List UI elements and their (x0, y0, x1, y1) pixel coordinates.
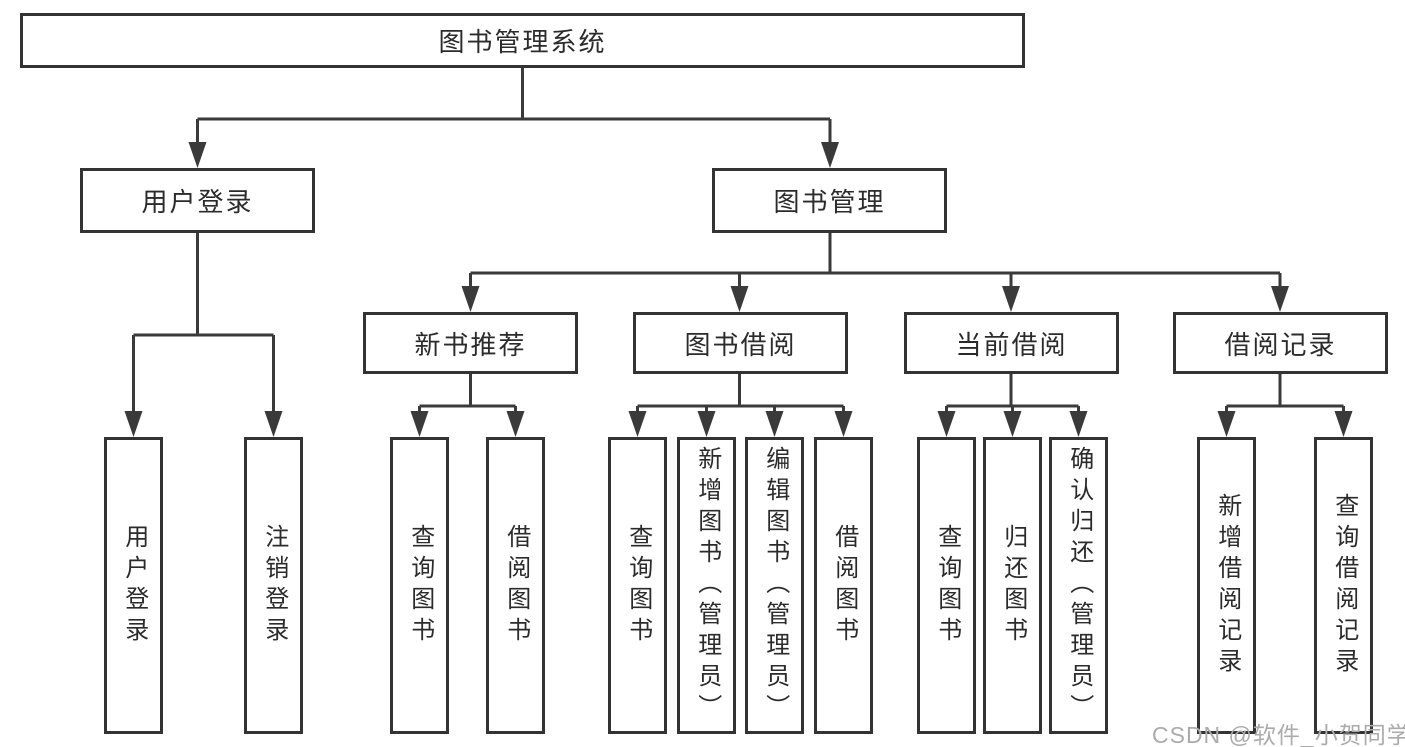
leaf-confirm-return-admin: 确认归还（管理员） (1049, 437, 1108, 734)
leaf-label: 归还图书 (999, 523, 1027, 648)
leaf-label: 注销登录 (260, 523, 288, 648)
arrowhead-down-icon (730, 286, 749, 312)
leaf-label: 查询图书 (406, 523, 434, 648)
arrowhead-down-icon (1271, 286, 1289, 312)
leaf-label: 新增借阅记录 (1213, 492, 1241, 679)
leaf-query-borrow-record: 查询借阅记录 (1314, 437, 1373, 734)
leaf-query-books-borrow: 查询图书 (608, 437, 667, 734)
node-book-borrow: 图书借阅 (633, 312, 848, 374)
arrowhead-down-icon (506, 411, 525, 437)
arrowhead-down-icon (834, 411, 853, 437)
leaf-borrow-books-recommend: 借阅图书 (486, 437, 545, 734)
node-root: 图书管理系统 (20, 13, 1025, 68)
watermark: CSDN @软件_小贺同学 (1152, 722, 1405, 747)
arrowhead-down-icon (765, 411, 784, 437)
arrowhead-down-icon (1003, 411, 1022, 437)
leaf-label: 编辑图书（管理员） (761, 446, 789, 725)
leaf-return-books: 归还图书 (983, 437, 1042, 734)
leaf-label: 查询图书 (624, 523, 652, 648)
arrowhead-down-icon (1334, 411, 1353, 437)
leaf-query-books-current: 查询图书 (917, 437, 976, 734)
leaf-add-books-admin: 新增图书（管理员） (677, 437, 736, 734)
leaf-user-login: 用户登录 (104, 437, 163, 734)
node-book-management: 图书管理 (712, 168, 947, 233)
leaf-label: 新增图书（管理员） (693, 446, 721, 725)
arrowhead-down-icon (937, 411, 956, 437)
connector-root (196, 68, 832, 147)
leaf-label: 借阅图书 (830, 523, 858, 648)
arrowhead-down-icon (188, 142, 207, 168)
arrowhead-down-icon (697, 411, 716, 437)
arrowhead-down-icon (410, 411, 429, 437)
leaf-label: 用户登录 (120, 523, 148, 648)
arrowhead-down-icon (1069, 411, 1088, 437)
arrowhead-down-icon (1217, 411, 1236, 437)
leaf-query-books-recommend: 查询图书 (390, 437, 449, 734)
connector-user-login-branch (132, 232, 275, 415)
node-user-login: 用户登录 (80, 168, 315, 233)
arrowhead-down-icon (1002, 286, 1020, 312)
leaf-label: 借阅图书 (502, 523, 530, 648)
leaf-edit-books-admin: 编辑图书（管理员） (745, 437, 804, 734)
arrowhead-down-icon (821, 142, 839, 168)
connector-new-book-branch (418, 374, 517, 415)
leaf-add-borrow-record: 新增借阅记录 (1197, 437, 1256, 734)
leaf-logout: 注销登录 (244, 437, 303, 734)
node-borrow-records: 借阅记录 (1173, 312, 1388, 374)
connector-book-management-branch (469, 232, 1282, 290)
arrowhead-down-icon (461, 286, 480, 312)
leaf-borrow-books: 借阅图书 (814, 437, 873, 734)
node-new-book-recommend: 新书推荐 (363, 312, 578, 374)
arrowhead-down-icon (264, 411, 283, 437)
arrowhead-down-icon (628, 411, 647, 437)
node-current-borrow: 当前借阅 (904, 312, 1119, 374)
leaf-label: 查询图书 (933, 523, 961, 648)
connector-borrow-records-branch (1225, 374, 1345, 415)
connector-book-borrow-branch (636, 374, 845, 415)
connector-current-borrow-branch (945, 374, 1080, 415)
arrowhead-down-icon (124, 411, 143, 437)
leaf-label: 确认归还（管理员） (1065, 446, 1093, 725)
leaf-label: 查询借阅记录 (1330, 492, 1358, 679)
